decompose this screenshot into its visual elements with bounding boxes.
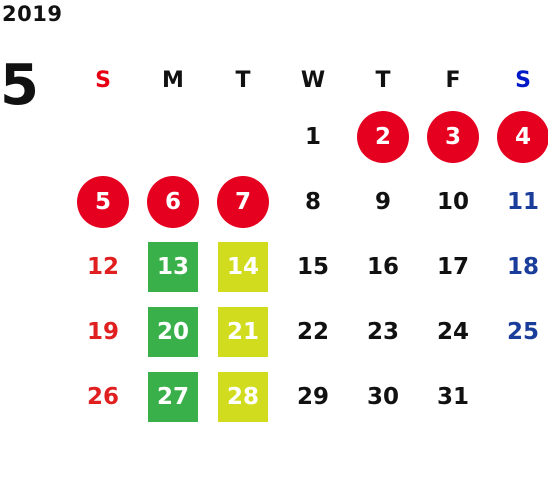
- holiday-date: 6: [147, 175, 199, 228]
- day-cell: 7: [208, 169, 278, 234]
- date-number: 15: [296, 253, 329, 280]
- day-cell: 24: [418, 299, 488, 364]
- weekday-friday: F: [445, 67, 461, 93]
- day-cell: 8: [278, 169, 348, 234]
- day-cell: [208, 104, 278, 169]
- day-cell: 5: [68, 169, 138, 234]
- date-number: 31: [436, 383, 469, 410]
- date-number: 16: [366, 253, 399, 280]
- weekday-header-cell: W: [278, 56, 348, 104]
- weekday-header-row: S M T W T F S: [68, 56, 548, 104]
- day-cell: 20: [138, 299, 208, 364]
- day-cell: [138, 104, 208, 169]
- day-cell: 21: [208, 299, 278, 364]
- day-cell: 14: [208, 234, 278, 299]
- date-number: 29: [296, 383, 329, 410]
- highlighted-date-yellow: 14: [218, 241, 268, 292]
- holiday-date: 3: [427, 110, 479, 163]
- day-cell: 19: [68, 299, 138, 364]
- date-number: 25: [506, 318, 539, 345]
- date-number: 18: [506, 253, 539, 280]
- highlighted-date-green: 20: [148, 306, 198, 357]
- day-cell: 18: [488, 234, 548, 299]
- day-cell: 15: [278, 234, 348, 299]
- day-cell: 3: [418, 104, 488, 169]
- holiday-date: 7: [217, 175, 269, 228]
- day-cell: 9: [348, 169, 418, 234]
- weekday-header-cell: M: [138, 56, 208, 104]
- day-cell: 10: [418, 169, 488, 234]
- day-cell: 17: [418, 234, 488, 299]
- weekday-tuesday: T: [235, 67, 251, 93]
- weekday-header-cell: F: [418, 56, 488, 104]
- highlighted-date-yellow: 21: [218, 306, 268, 357]
- highlighted-date-yellow: 28: [218, 371, 268, 422]
- date-number: 1: [304, 123, 321, 150]
- day-cell: [488, 364, 548, 429]
- year-label: 2019: [2, 2, 63, 26]
- day-cell: 13: [138, 234, 208, 299]
- day-cell: 1: [278, 104, 348, 169]
- day-cell: 29: [278, 364, 348, 429]
- date-number: 24: [436, 318, 469, 345]
- month-label: 5: [0, 53, 39, 118]
- holiday-date: 2: [357, 110, 409, 163]
- day-cell: 26: [68, 364, 138, 429]
- day-cell: 27: [138, 364, 208, 429]
- day-cell: 22: [278, 299, 348, 364]
- date-number: 26: [86, 383, 119, 410]
- day-cell: 12: [68, 234, 138, 299]
- weekday-header-cell: S: [488, 56, 548, 104]
- week-row: 26 27 28 29 30 31: [68, 364, 548, 429]
- day-cell: [68, 104, 138, 169]
- highlighted-date-green: 13: [148, 241, 198, 292]
- holiday-date: 4: [497, 110, 548, 163]
- date-number: 10: [436, 188, 469, 215]
- date-number: 19: [86, 318, 119, 345]
- weekday-header-cell: T: [348, 56, 418, 104]
- weekday-saturday: S: [515, 67, 531, 93]
- day-cell: 6: [138, 169, 208, 234]
- day-cell: 25: [488, 299, 548, 364]
- weekday-header-cell: S: [68, 56, 138, 104]
- day-cell: 16: [348, 234, 418, 299]
- day-cell: 23: [348, 299, 418, 364]
- highlighted-date-green: 27: [148, 371, 198, 422]
- day-cell: 31: [418, 364, 488, 429]
- weekday-monday: M: [162, 67, 184, 93]
- day-cell: 4: [488, 104, 548, 169]
- date-number: 9: [374, 188, 391, 215]
- week-row: 19 20 21 22 23 24 25: [68, 299, 548, 364]
- day-cell: 28: [208, 364, 278, 429]
- holiday-date: 5: [77, 175, 129, 228]
- day-cell: 30: [348, 364, 418, 429]
- date-number: 8: [304, 188, 321, 215]
- date-number: 23: [366, 318, 399, 345]
- date-number: 11: [506, 188, 539, 215]
- weekday-header-cell: T: [208, 56, 278, 104]
- day-cell: 2: [348, 104, 418, 169]
- date-number: 17: [436, 253, 469, 280]
- week-row: 12 13 14 15 16 17 18: [68, 234, 548, 299]
- date-number: 30: [366, 383, 399, 410]
- weekday-wednesday: W: [300, 67, 326, 93]
- weekday-sunday: S: [95, 67, 111, 93]
- weekday-thursday: T: [375, 67, 391, 93]
- day-cell: 11: [488, 169, 548, 234]
- date-number: 22: [296, 318, 329, 345]
- date-number: 12: [86, 253, 119, 280]
